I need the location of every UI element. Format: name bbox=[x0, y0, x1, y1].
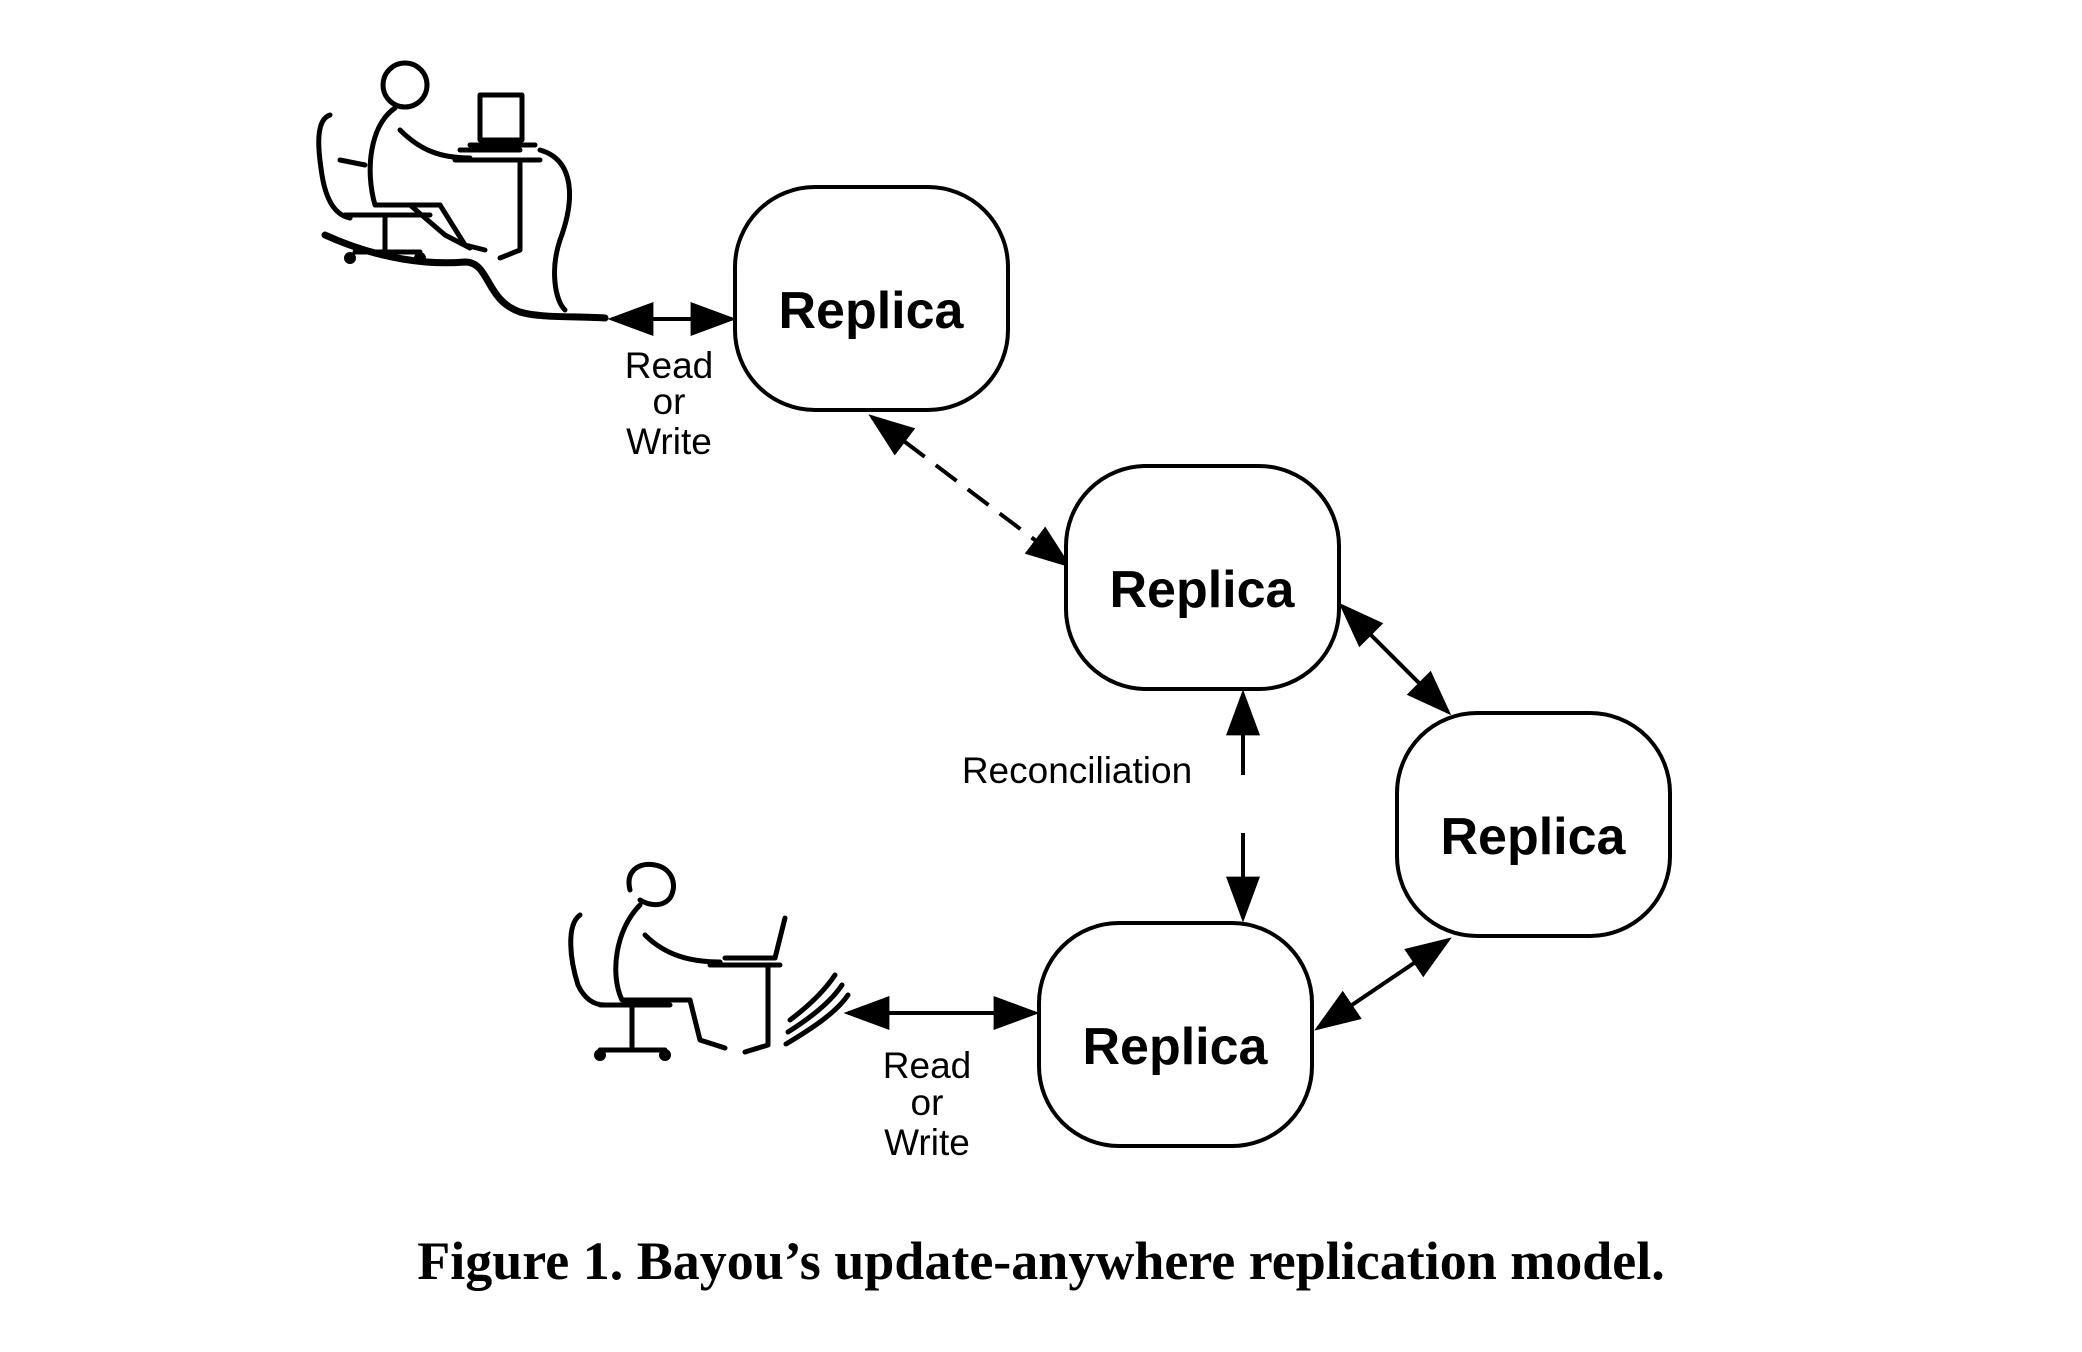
label-write: Write bbox=[626, 421, 712, 462]
replica-node-3: Replica bbox=[1395, 711, 1672, 938]
sync-arrow-2-3 bbox=[1338, 602, 1452, 716]
desktop-user-icon bbox=[316, 60, 609, 322]
sync-arrow-1-2 bbox=[868, 414, 1072, 568]
replica-label: Replica bbox=[1441, 808, 1627, 866]
label-or: or bbox=[653, 381, 686, 422]
bottom-access-label: Read or Write bbox=[883, 1045, 971, 1163]
label-write: Write bbox=[884, 1122, 970, 1163]
replica-node-4: Replica bbox=[1037, 921, 1314, 1148]
label-or: or bbox=[911, 1082, 944, 1123]
replica-label: Replica bbox=[1110, 561, 1296, 619]
replica-label: Replica bbox=[1083, 1018, 1269, 1076]
top-access-label: Read or Write bbox=[625, 345, 713, 462]
label-read: Read bbox=[625, 345, 713, 386]
reconciliation-label: Reconciliation bbox=[962, 750, 1192, 791]
figure-caption: Figure 1. Bayou’s update-anywhere replic… bbox=[417, 1231, 1665, 1291]
replica-node-1: Replica bbox=[733, 185, 1010, 412]
sync-arrow-3-4 bbox=[1314, 937, 1452, 1031]
label-read: Read bbox=[883, 1045, 971, 1086]
replica-node-2: Replica bbox=[1064, 464, 1341, 691]
replica-label: Replica bbox=[779, 282, 965, 340]
laptop-user-icon bbox=[568, 861, 851, 1061]
